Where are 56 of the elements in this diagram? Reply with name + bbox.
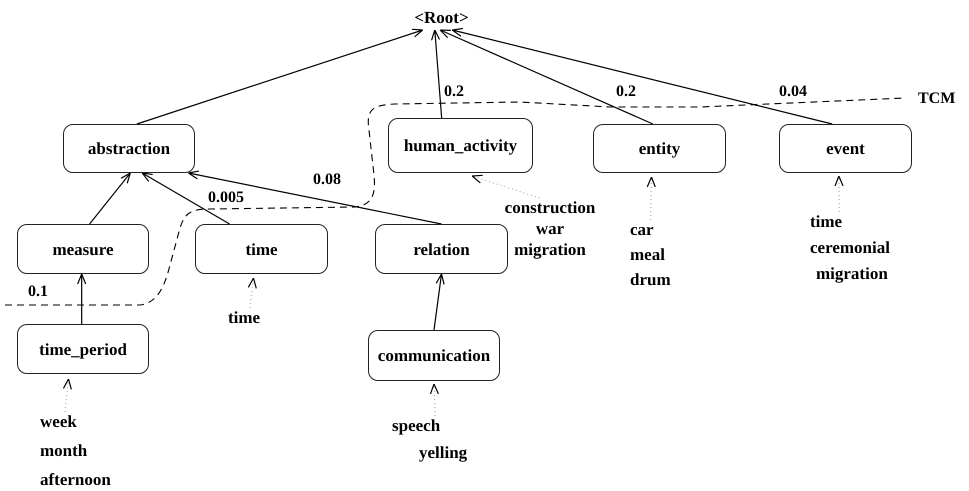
- leader-arrow: [472, 174, 540, 199]
- example-word: war: [536, 220, 564, 237]
- category-box: [593, 124, 726, 173]
- edge-label: 0.1: [28, 284, 48, 300]
- example-word: speech: [392, 417, 440, 434]
- box-label: time_period: [39, 340, 127, 358]
- arrow: [440, 29, 654, 125]
- arrow: [142, 172, 230, 225]
- box-label: event: [826, 140, 865, 157]
- box-label: time: [245, 240, 278, 258]
- category-box: [17, 324, 149, 374]
- category-box: [17, 224, 149, 274]
- edge-label: 0.04: [779, 84, 807, 100]
- box-label: entity: [638, 140, 680, 157]
- arrow: [452, 28, 832, 125]
- example-word: time: [810, 213, 842, 230]
- box-label: human_activity: [404, 137, 518, 154]
- example-word: ceremonial: [810, 239, 890, 256]
- example-word: time: [228, 309, 260, 326]
- example-word: construction: [504, 199, 596, 216]
- arrow: [77, 273, 86, 324]
- root-label: <Root>: [414, 9, 469, 26]
- example-word: migration: [816, 265, 888, 282]
- cut-label: TCM: [918, 91, 956, 107]
- category-box: [779, 124, 912, 173]
- example-word: car: [630, 221, 654, 238]
- edge-label: 0.2: [444, 84, 464, 100]
- example-word: afternoon: [40, 471, 111, 488]
- edge-label: 0.005: [208, 190, 244, 206]
- box-label: communication: [378, 347, 490, 364]
- example-word: yelling: [419, 444, 468, 461]
- leader-arrow: [62, 378, 72, 412]
- category-box: [388, 118, 533, 173]
- leader-arrow: [834, 175, 844, 212]
- box-label: relation: [413, 240, 470, 258]
- leader-arrow: [430, 383, 439, 416]
- category-box: [195, 224, 328, 274]
- example-word: month: [40, 442, 88, 459]
- edge-label: 0.2: [616, 84, 636, 100]
- example-word: meal: [630, 246, 665, 263]
- category-box: [63, 124, 195, 173]
- arrow: [431, 29, 442, 118]
- leader-arrow: [248, 277, 257, 308]
- category-box: [375, 224, 508, 274]
- edge-label: 0.08: [313, 172, 341, 188]
- box-label: measure: [52, 240, 114, 258]
- category-box: [368, 330, 500, 381]
- arrow: [433, 273, 445, 330]
- arrow: [188, 170, 442, 225]
- example-word: drum: [630, 271, 671, 288]
- example-word: migration: [514, 241, 586, 258]
- arrow: [136, 28, 424, 125]
- box-label: abstraction: [88, 140, 170, 157]
- leader-arrow: [646, 176, 656, 220]
- example-word: week: [40, 413, 77, 430]
- arrow: [89, 172, 131, 224]
